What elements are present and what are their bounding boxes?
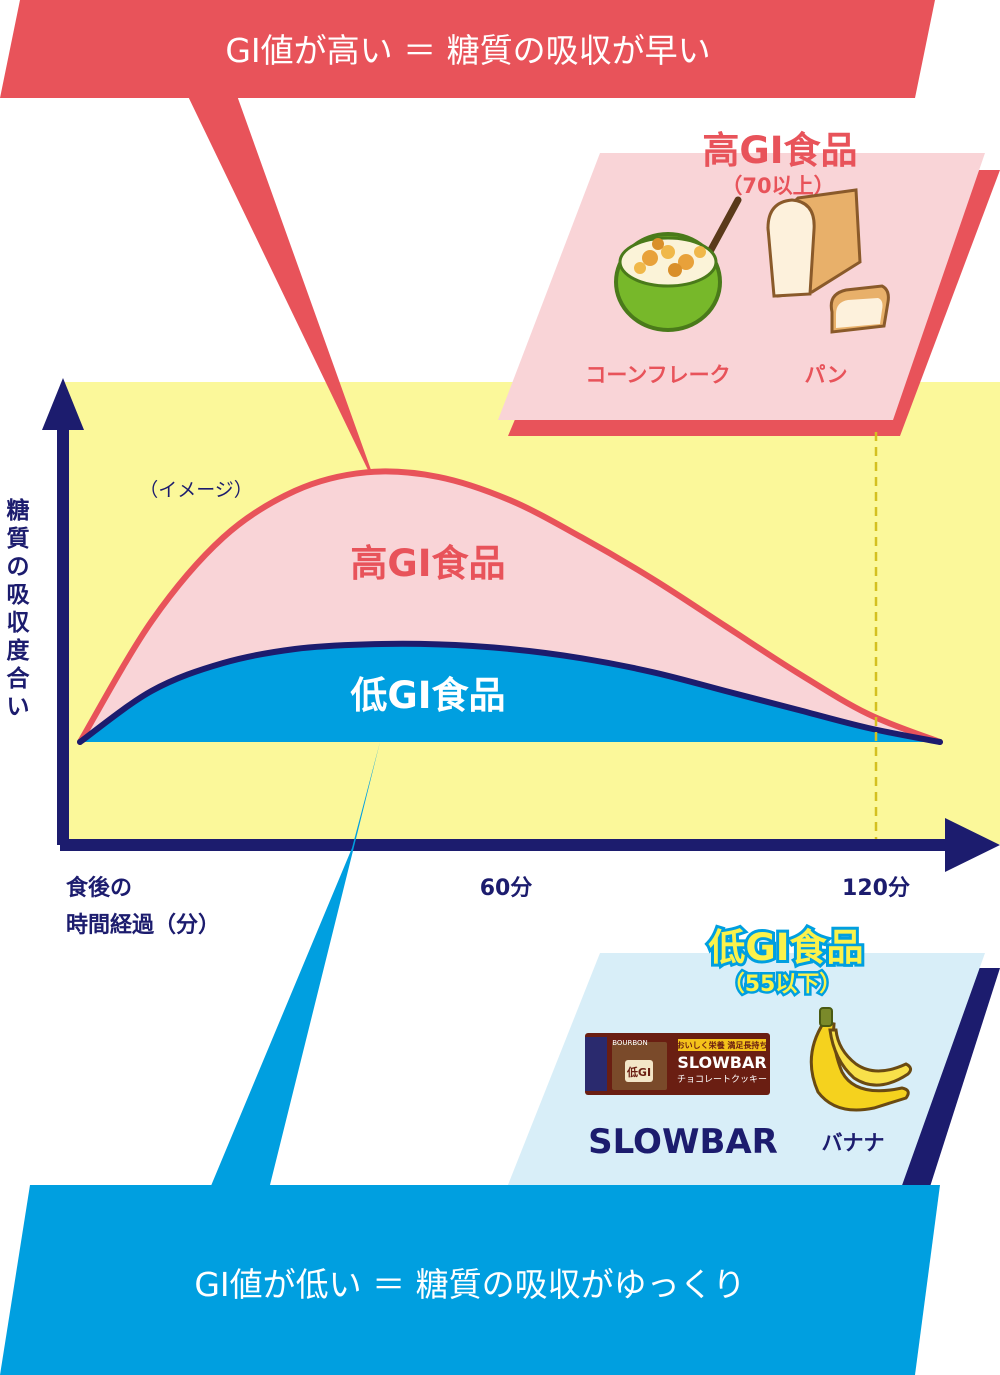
- high-gi-card-range: （70以上）: [721, 174, 834, 198]
- bread-icon: [766, 188, 890, 334]
- low-gi-curve: [77, 640, 943, 745]
- low-gi-card-range: （55以下）: [723, 972, 842, 997]
- high-gi-pointer: [185, 90, 380, 495]
- y-axis-label-char: 収: [7, 610, 31, 636]
- package-tagline-text: おいしく栄養 満足長持ち: [677, 1040, 768, 1050]
- low-gi-banner-text: GI値が低い ＝ 糖質の吸収がゆっくり: [194, 1265, 745, 1304]
- low-gi-area: [80, 643, 940, 742]
- y-axis-label-char: 吸: [7, 582, 31, 608]
- cornflake-bowl-icon: [614, 196, 742, 332]
- y-axis-arrow-icon: [42, 378, 84, 430]
- y-axis-label-char: 質: [7, 526, 30, 552]
- y-axis-label: 糖 質 の 吸 収 度 合 い: [7, 497, 31, 720]
- slowbar-package-icon: 低GI BOURBON おいしく栄養 満足長持ち SLOWBAR チョコレートク…: [585, 1033, 770, 1095]
- y-axis-label-char: い: [7, 694, 30, 720]
- package-flavor-text: チョコレートクッキー: [677, 1074, 767, 1085]
- low-gi-banner: [0, 1185, 940, 1375]
- food-label-bread: パン: [804, 363, 847, 387]
- chart-image-note: （イメージ）: [139, 479, 253, 501]
- y-axis-label-char: 合: [7, 665, 31, 692]
- y-axis-label-char: 度: [7, 637, 31, 664]
- high-gi-banner: [0, 0, 935, 98]
- high-gi-banner-text: GI値が高い ＝ 糖質の吸収が早い: [225, 31, 710, 70]
- x-axis-label-line1: 食後の: [66, 875, 132, 901]
- high-gi-card-title: 高GI食品: [702, 129, 857, 172]
- high-gi-curve: [77, 468, 943, 745]
- package-name-text: SLOWBAR: [677, 1053, 766, 1072]
- low-gi-series-label: 低GI食品: [350, 674, 505, 717]
- high-gi-card: [498, 153, 985, 420]
- x-tick-label-120: 120分: [842, 876, 910, 901]
- food-label-banana: バナナ: [822, 1131, 885, 1155]
- high-gi-series-label: 高GI食品: [350, 542, 505, 585]
- banana-icon: [809, 1007, 913, 1112]
- x-tick-label-60: 60分: [480, 876, 533, 901]
- package-brand-text: BOURBON: [612, 1039, 648, 1047]
- low-gi-card-title: 低GI食品: [708, 926, 863, 969]
- package-badge-text: 低GI: [626, 1065, 651, 1079]
- y-axis-label-char: の: [7, 554, 30, 580]
- chart-series: [77, 468, 943, 745]
- x-axis-arrow-icon: [945, 818, 1000, 872]
- food-label-cornflakes: コーンフレーク: [585, 363, 730, 387]
- food-label-slowbar: SLOWBAR: [588, 1122, 778, 1162]
- x-axis-label-line2: 時間経過（分）: [66, 912, 220, 938]
- y-axis-label-char: 糖: [7, 497, 30, 524]
